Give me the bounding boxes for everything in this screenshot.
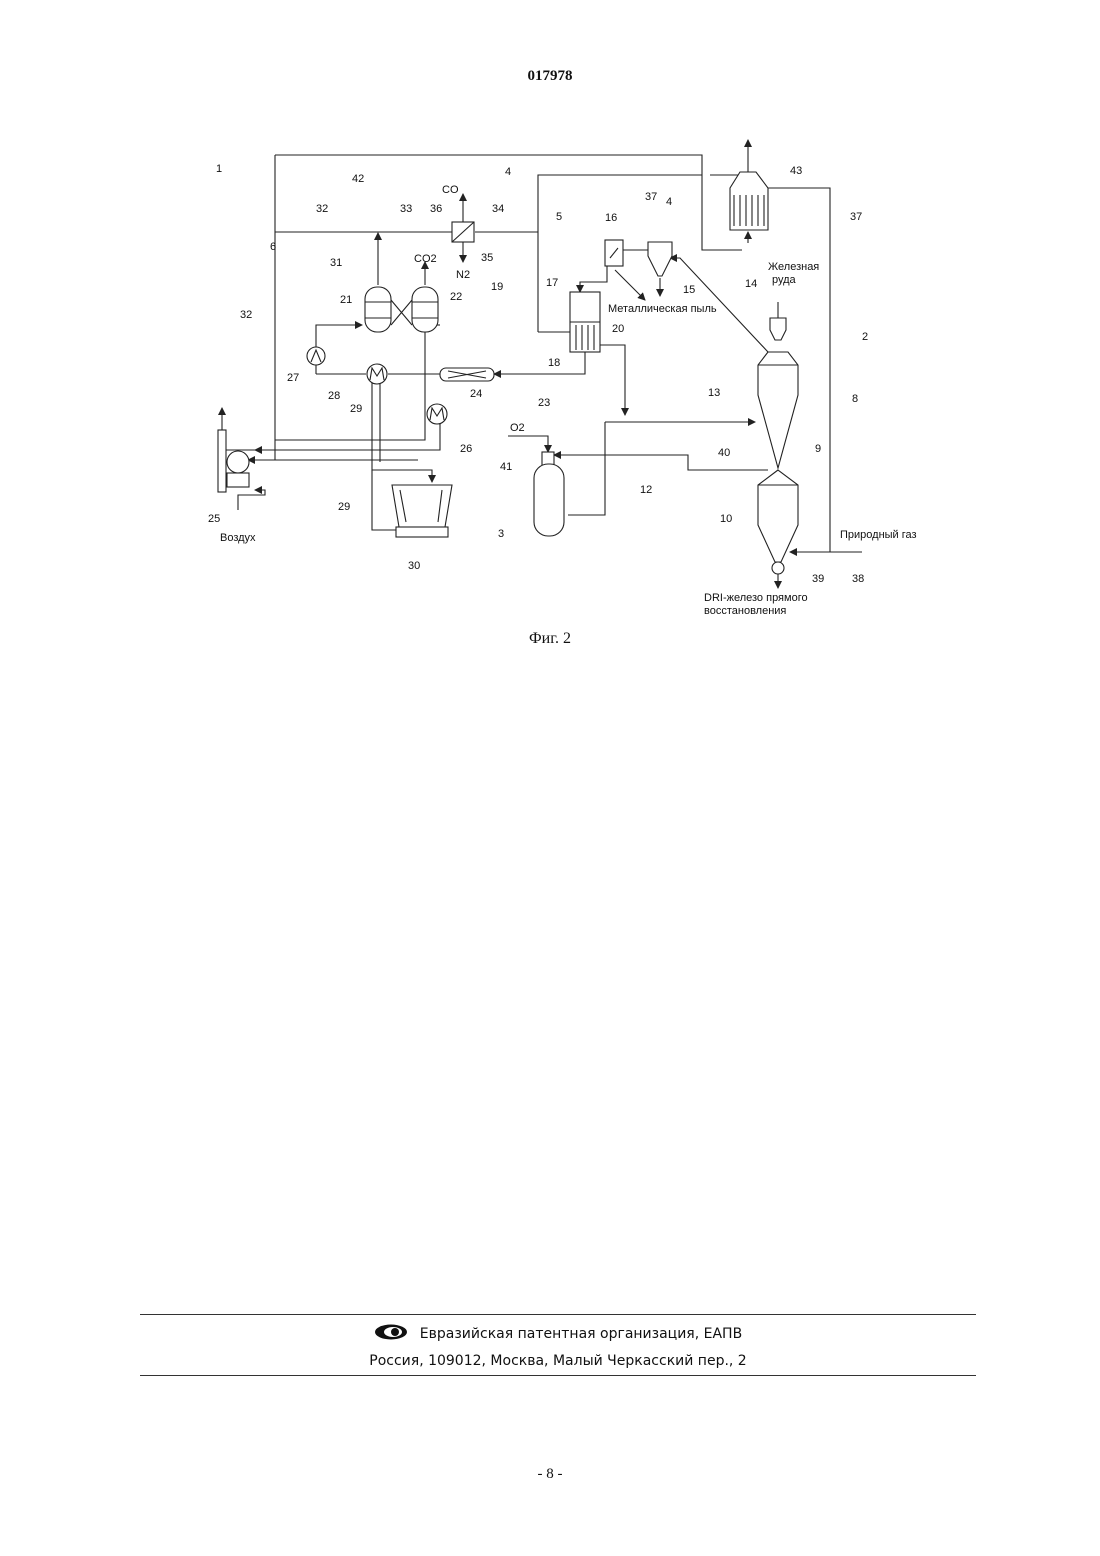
unit-26: [427, 404, 447, 424]
ref-1: 1: [216, 163, 222, 175]
ref-30: 30: [408, 560, 420, 572]
furnace-30: [392, 485, 452, 537]
ref-12: 12: [640, 484, 652, 496]
heat-exchanger-17-18: [570, 292, 600, 352]
ref-41: 41: [500, 461, 512, 473]
ref-32a: 32: [316, 203, 328, 215]
ref-4a: 4: [505, 166, 511, 178]
filter-43: [730, 172, 768, 230]
absorber-22: [412, 287, 438, 332]
ref-20: 20: [612, 323, 624, 335]
footer-organization-line: Евразийская патентная организация, ЕАПВ: [140, 1323, 976, 1345]
label-co2: CO2: [414, 253, 437, 265]
label-dri-2: восстановления: [704, 605, 786, 617]
unit-25: [218, 430, 249, 492]
ref-37b: 37: [850, 211, 862, 223]
ref-33: 33: [400, 203, 412, 215]
ref-25: 25: [208, 513, 220, 525]
ref-16: 16: [605, 212, 617, 224]
ref-3: 3: [498, 528, 504, 540]
ref-42: 42: [352, 173, 364, 185]
ref-4b: 4: [666, 196, 672, 208]
absorber-21: [365, 287, 391, 332]
label-dri-1: DRI-железо прямого: [704, 592, 808, 604]
ref-28: 28: [328, 390, 340, 402]
shaft-reactor-2: [758, 318, 798, 588]
footer-bottom-rule: [140, 1375, 976, 1376]
ref-19: 19: [491, 281, 503, 293]
ref-23: 23: [538, 397, 550, 409]
ref-14: 14: [745, 278, 757, 290]
ref-35: 35: [481, 252, 493, 264]
ref-43: 43: [790, 165, 802, 177]
label-n2: N2: [456, 269, 470, 281]
ref-24: 24: [470, 388, 482, 400]
ref-27: 27: [287, 372, 299, 384]
ref-39: 39: [812, 573, 824, 585]
ref-40: 40: [718, 447, 730, 459]
ref-26: 26: [460, 443, 472, 455]
gasifier-3: [534, 452, 564, 536]
label-natural-gas: Природный газ: [840, 529, 917, 541]
ref-32b: 32: [240, 309, 252, 321]
ref-21: 21: [340, 294, 352, 306]
footer-organization: Евразийская патентная организация, ЕАПВ: [420, 1326, 742, 1342]
ref-17: 17: [546, 277, 558, 289]
ref-29b: 29: [338, 501, 350, 513]
ref-8: 8: [852, 393, 858, 405]
ref-29a: 29: [350, 403, 362, 415]
heater-29: [367, 364, 387, 384]
footer-top-rule: [140, 1314, 976, 1315]
eapo-logo-icon: [374, 1323, 408, 1345]
label-air: Воздух: [220, 532, 256, 544]
ref-22: 22: [450, 291, 462, 303]
process-flow-diagram: CO CO2 N2 O2 Металлическая пыль Железная…: [0, 0, 1100, 700]
ref-18: 18: [548, 357, 560, 369]
ref-6: 6: [270, 241, 276, 253]
ref-15: 15: [683, 284, 695, 296]
figure-caption: Фиг. 2: [529, 630, 571, 647]
ref-34: 34: [492, 203, 504, 215]
ref-9: 9: [815, 443, 821, 455]
ref-31: 31: [330, 257, 342, 269]
ref-36: 36: [430, 203, 442, 215]
cyclone-15: [648, 242, 672, 276]
ref-38: 38: [852, 573, 864, 585]
ref-2: 2: [862, 331, 868, 343]
label-metal-dust: Металлическая пыль: [608, 303, 717, 315]
label-iron-ore-1: Железная: [768, 261, 819, 273]
ref-13: 13: [708, 387, 720, 399]
ref-37a: 37: [645, 191, 657, 203]
page-number: - 8 -: [0, 1466, 1100, 1483]
footer-address: Россия, 109012, Москва, Малый Черкасский…: [140, 1353, 976, 1369]
label-o2: O2: [510, 422, 525, 434]
ref-10: 10: [720, 513, 732, 525]
ref-5: 5: [556, 211, 562, 223]
label-iron-ore-2: руда: [772, 274, 797, 286]
label-co: CO: [442, 184, 459, 196]
equipment: [218, 172, 798, 588]
